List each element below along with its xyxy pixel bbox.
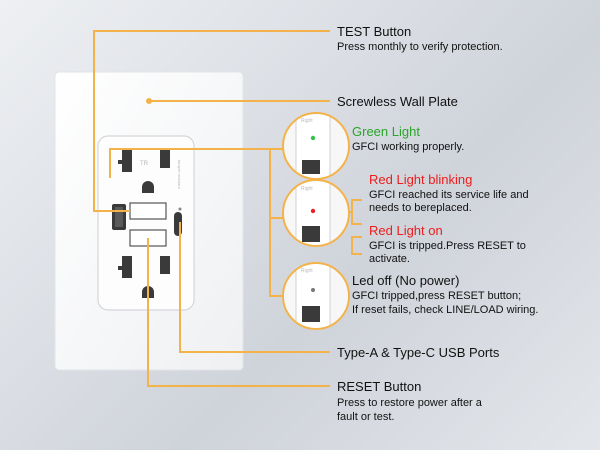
- zoom-off: Right: [282, 262, 350, 330]
- reset-title: RESET Button: [337, 379, 422, 394]
- leader-indicator: [109, 148, 283, 178]
- plate-title: Screwless Wall Plate: [337, 94, 458, 109]
- reset-desc-2: fault or test.: [337, 411, 395, 423]
- test-desc: Press monthly to verify protection.: [337, 41, 503, 53]
- leader-trunk: [269, 149, 283, 297]
- zoom-red: Right: [282, 179, 350, 247]
- redon-desc-1: GFCI is tripped.Press RESET to: [369, 240, 526, 252]
- upper-outlet: TR tamper resistant: [118, 150, 182, 193]
- svg-text:Right: Right: [301, 268, 313, 274]
- ledoff-desc-2: If reset fails, check LINE/LOAD wiring.: [352, 304, 539, 316]
- bracket-redon: [351, 236, 362, 255]
- red-led: [310, 208, 316, 214]
- leader-usb: [179, 222, 330, 353]
- blink-desc-2: needs to bereplaced.: [369, 202, 472, 214]
- redon-desc-2: activate.: [369, 253, 410, 265]
- leader-lines: [93, 30, 362, 387]
- leader-test: [93, 30, 330, 212]
- usb-title: Type-A & Type-C USB Ports: [337, 345, 500, 360]
- svg-text:TR: TR: [140, 161, 149, 167]
- svg-text:Right: Right: [301, 118, 313, 124]
- indicator-led: [178, 207, 182, 211]
- green-title: Green Light: [352, 124, 420, 139]
- green-led: [310, 135, 316, 141]
- off-led: [311, 288, 315, 292]
- zoom-green: Right: [282, 112, 350, 180]
- plate-dot: [146, 98, 152, 104]
- blink-desc-1: GFCI reached its service life and: [369, 189, 529, 201]
- blink-title: Red Light blinking: [369, 172, 473, 187]
- test-button: [129, 202, 167, 220]
- redon-title: Red Light on: [369, 223, 443, 238]
- leader-reset: [147, 238, 330, 387]
- svg-text:Right: Right: [301, 186, 313, 192]
- reset-desc-1: Press to restore power after a: [337, 397, 482, 409]
- svg-text:tamper resistant: tamper resistant: [177, 160, 182, 190]
- ledoff-desc-1: GFCI tripped,press RESET button;: [352, 290, 522, 302]
- test-title: TEST Button: [337, 24, 412, 39]
- ledoff-title: Led off (No power): [352, 273, 460, 288]
- green-desc: GFCI working properly.: [352, 141, 465, 153]
